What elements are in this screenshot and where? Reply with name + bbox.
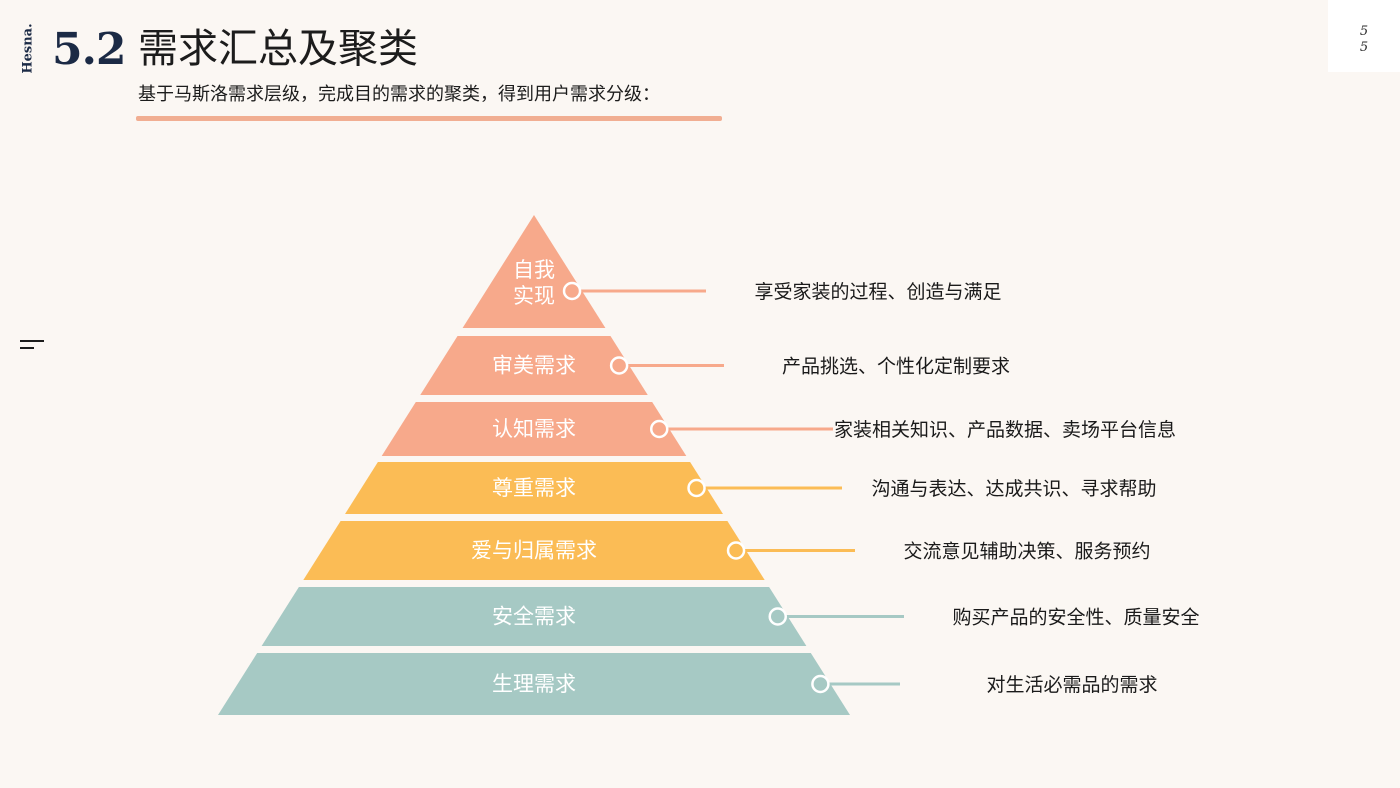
menu-icon[interactable]: [20, 338, 44, 352]
tier-label: 安全需求: [492, 605, 576, 629]
page-number-bottom: 5: [1359, 40, 1369, 55]
connector-dot: [609, 356, 629, 375]
tier-label: 认知需求: [492, 417, 576, 441]
connector-dot: [768, 607, 787, 626]
menu-icon-bar-long: [20, 340, 44, 342]
connector-dot: [687, 478, 706, 498]
tier-label: 爱与归属需求: [471, 539, 597, 563]
need-description: 购买产品的安全性、质量安全: [952, 607, 1199, 629]
tier-label: 自我: [513, 258, 555, 282]
pyramid-tier: [261, 587, 807, 646]
need-description: 交流意见辅助决策、服务预约: [903, 541, 1150, 563]
connector-dot: [811, 674, 830, 694]
pyramid-level: 审美需求 产品挑选、个性化定制要求: [420, 336, 1010, 395]
page-number: 5 5: [1328, 24, 1400, 56]
connector-dot: [649, 419, 669, 439]
pyramid-tier: [303, 521, 765, 580]
page-number-top: 5: [1359, 24, 1369, 39]
tier-label: 审美需求: [492, 354, 576, 378]
tier-label: 生理需求: [492, 672, 576, 696]
connector-dot: [562, 281, 582, 301]
need-description: 对生活必需品的需求: [986, 674, 1157, 696]
title-underline: [136, 116, 722, 121]
pyramid-tier: [420, 336, 648, 395]
need-description: 享受家装的过程、创造与满足: [754, 281, 1001, 303]
need-description: 产品挑选、个性化定制要求: [782, 356, 1010, 378]
need-description: 家装相关知识、产品数据、卖场平台信息: [834, 419, 1176, 441]
pyramid-tier: [218, 653, 850, 715]
pyramid-level: 认知需求 家装相关知识、产品数据、卖场平台信息: [381, 402, 1176, 456]
need-description: 沟通与表达、达成共识、寻求帮助: [871, 478, 1156, 500]
pyramid-tier: [345, 462, 723, 514]
menu-icon-bar-short: [20, 347, 34, 349]
pyramid-level: 安全需求 购买产品的安全性、质量安全: [261, 587, 1200, 646]
page-subtitle: 基于马斯洛需求层级，完成目的需求的聚类，得到用户需求分级：: [138, 84, 660, 105]
pyramid-level: 爱与归属需求 交流意见辅助决策、服务预约: [303, 521, 1151, 580]
connector-dot: [726, 541, 746, 560]
pyramid-tier: [381, 402, 687, 456]
section-number: 5.2: [52, 24, 127, 75]
pyramid-level: 生理需求 对生活必需品的需求: [218, 653, 1158, 715]
page-title: 需求汇总及聚类: [138, 26, 418, 72]
tier-label: 实现: [513, 284, 555, 308]
tier-label: 尊重需求: [492, 476, 576, 500]
page-number-box: 5 5: [1328, 0, 1400, 72]
pyramid-level: 尊重需求 沟通与表达、达成共识、寻求帮助: [345, 462, 1157, 514]
